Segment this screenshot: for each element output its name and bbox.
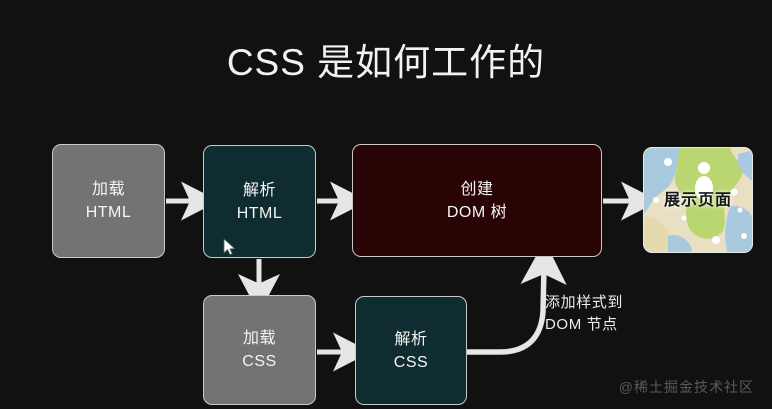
map-thumbnail-icon: [644, 148, 752, 252]
annotation-add-style-line1: 添加样式到: [545, 294, 624, 311]
node-parse-css-line1: 解析: [394, 330, 428, 348]
node-load-html-line2: HTML: [85, 204, 132, 221]
node-create-dom-line1: 创建: [460, 180, 494, 198]
node-parse-html-line2: HTML: [236, 204, 283, 222]
node-create-dom-tree[interactable]: 创建 DOM 树: [352, 144, 602, 257]
annotation-add-style: 添加样式到 DOM 节点: [545, 292, 623, 336]
watermark: @稀土掘金技术社区: [618, 379, 754, 395]
node-load-css-line2: CSS: [242, 353, 277, 370]
node-create-dom-line2: DOM 树: [446, 203, 508, 221]
arrow-parse-css-to-create-dom: [465, 240, 567, 355]
node-load-html-line1: 加载: [91, 181, 125, 198]
mouse-cursor-icon: [223, 238, 235, 255]
node-parse-css-line2: CSS: [393, 353, 429, 371]
node-parse-html-line1: 解析: [242, 181, 276, 199]
node-display-page-label: 展示页面: [663, 191, 732, 209]
annotation-add-style-line2: DOM 节点: [545, 316, 618, 333]
node-load-css[interactable]: 加载 CSS: [203, 295, 316, 405]
page-title: CSS 是如何工作的: [226, 42, 546, 83]
node-display-page[interactable]: 展示页面: [643, 147, 753, 253]
node-load-html[interactable]: 加载 HTML: [52, 144, 165, 258]
node-load-css-line1: 加载: [242, 330, 276, 347]
node-parse-css[interactable]: 解析 CSS: [355, 296, 467, 405]
node-parse-html[interactable]: 解析 HTML: [203, 145, 316, 258]
